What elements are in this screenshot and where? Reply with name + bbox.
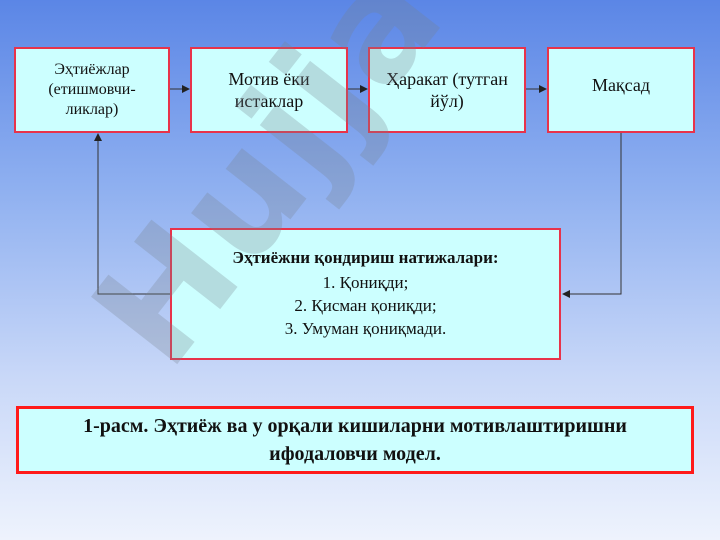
- motives-label: Мотив ёки истаклар: [228, 68, 310, 112]
- results-title: Эҳтиёжни қондириш натижалари:: [232, 248, 499, 267]
- action-box: Ҳаракат (тутган йўл): [368, 47, 526, 133]
- needs-label: Эҳтиёжлар (етишмовчи-ликлар): [48, 61, 136, 118]
- results-item-1: 1. Қониқди;: [322, 273, 409, 292]
- figure-caption: 1-расм. Эҳтиёж ва у орқали кишиларни мот…: [16, 406, 694, 474]
- results-box: Эҳтиёжни қондириш натижалари: 1. Қониқди…: [170, 228, 561, 360]
- results-item-3: 3. Умуман қониқмади.: [284, 318, 447, 338]
- motives-box: Мотив ёки истаклар: [190, 47, 348, 133]
- arrow-results-to-needs: [94, 133, 170, 295]
- results-list: 1. Қониқди; 2. Қисман қониқди; 3. Умуман…: [172, 272, 559, 341]
- action-label: Ҳаракат (тутган йўл): [386, 68, 508, 112]
- results-item-2: 2. Қисман қониқди;: [294, 295, 437, 315]
- goal-label: Мақсад: [591, 74, 651, 95]
- caption-text: 1-расм. Эҳтиёж ва у орқали кишиларни мот…: [83, 415, 627, 465]
- needs-box: Эҳтиёжлар (етишмовчи-ликлар): [14, 47, 170, 133]
- goal-box: Мақсад: [547, 47, 695, 133]
- arrow-goal-to-results: [562, 133, 622, 298]
